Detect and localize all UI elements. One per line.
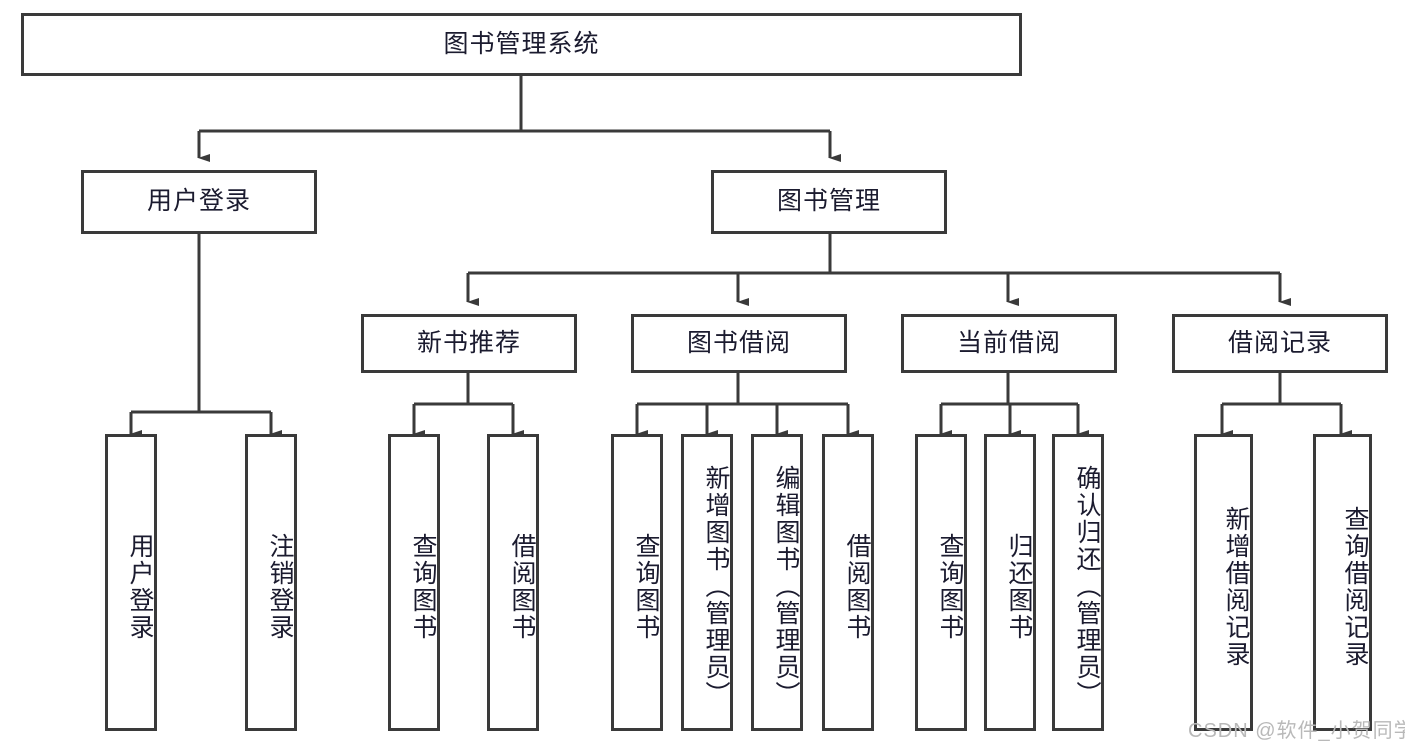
- node-label: 借阅记录: [1227, 328, 1332, 357]
- node-label: 查询图书: [936, 532, 964, 641]
- leaf-record-add-borrow-record[interactable]: 新增借阅记录: [1194, 434, 1253, 731]
- leaf-user-login-login[interactable]: 用户登录: [105, 434, 157, 731]
- node-label: 借阅图书: [843, 532, 871, 641]
- node-book-management[interactable]: 图书管理: [711, 170, 947, 234]
- node-label: 查询图书: [632, 532, 660, 641]
- node-label: 编辑图书（管理员）: [772, 465, 800, 708]
- node-label: 图书借阅: [686, 328, 791, 357]
- node-label: 用户登录: [146, 187, 251, 216]
- leaf-borrow-add-book-admin[interactable]: 新增图书（管理员）: [681, 434, 733, 731]
- csdn-watermark: CSDN @软件_小贺同学: [1188, 720, 1405, 742]
- node-user-login[interactable]: 用户登录: [81, 170, 317, 234]
- node-new-book-recommendation[interactable]: 新书推荐: [361, 314, 577, 373]
- leaf-current-return-books[interactable]: 归还图书: [984, 434, 1036, 731]
- node-label: 用户登录: [126, 532, 154, 641]
- leaf-new-book-borrow-books[interactable]: 借阅图书: [487, 434, 539, 731]
- node-label: 借阅图书: [508, 532, 536, 641]
- leaf-current-query-books[interactable]: 查询图书: [915, 434, 967, 731]
- node-label: 查询图书: [409, 532, 437, 641]
- leaf-borrow-edit-book-admin[interactable]: 编辑图书（管理员）: [751, 434, 803, 731]
- node-label: 新增借阅记录: [1222, 505, 1250, 668]
- leaf-borrow-query-books[interactable]: 查询图书: [611, 434, 663, 731]
- leaf-record-query-borrow-record[interactable]: 查询借阅记录: [1313, 434, 1372, 731]
- leaf-borrow-borrow-books[interactable]: 借阅图书: [822, 434, 874, 731]
- node-label: 注销登录: [266, 532, 294, 641]
- node-label: 图书管理: [776, 187, 881, 216]
- leaf-user-login-logout[interactable]: 注销登录: [245, 434, 297, 731]
- node-label: 归还图书: [1005, 532, 1033, 641]
- node-label: 查询借阅记录: [1341, 505, 1369, 668]
- node-label: 图书管理系统: [443, 29, 600, 58]
- node-root-book-management-system[interactable]: 图书管理系统: [21, 13, 1022, 76]
- leaf-current-confirm-return-admin[interactable]: 确认归还（管理员）: [1052, 434, 1104, 731]
- node-book-borrowing[interactable]: 图书借阅: [631, 314, 847, 373]
- node-label: 新书推荐: [416, 328, 521, 357]
- node-current-borrowing[interactable]: 当前借阅: [901, 314, 1117, 373]
- node-label: 当前借阅: [956, 328, 1061, 357]
- node-borrowing-record[interactable]: 借阅记录: [1172, 314, 1388, 373]
- leaf-new-book-query-books[interactable]: 查询图书: [388, 434, 440, 731]
- node-label: 新增图书（管理员）: [702, 465, 730, 708]
- node-label: 确认归还（管理员）: [1073, 465, 1101, 708]
